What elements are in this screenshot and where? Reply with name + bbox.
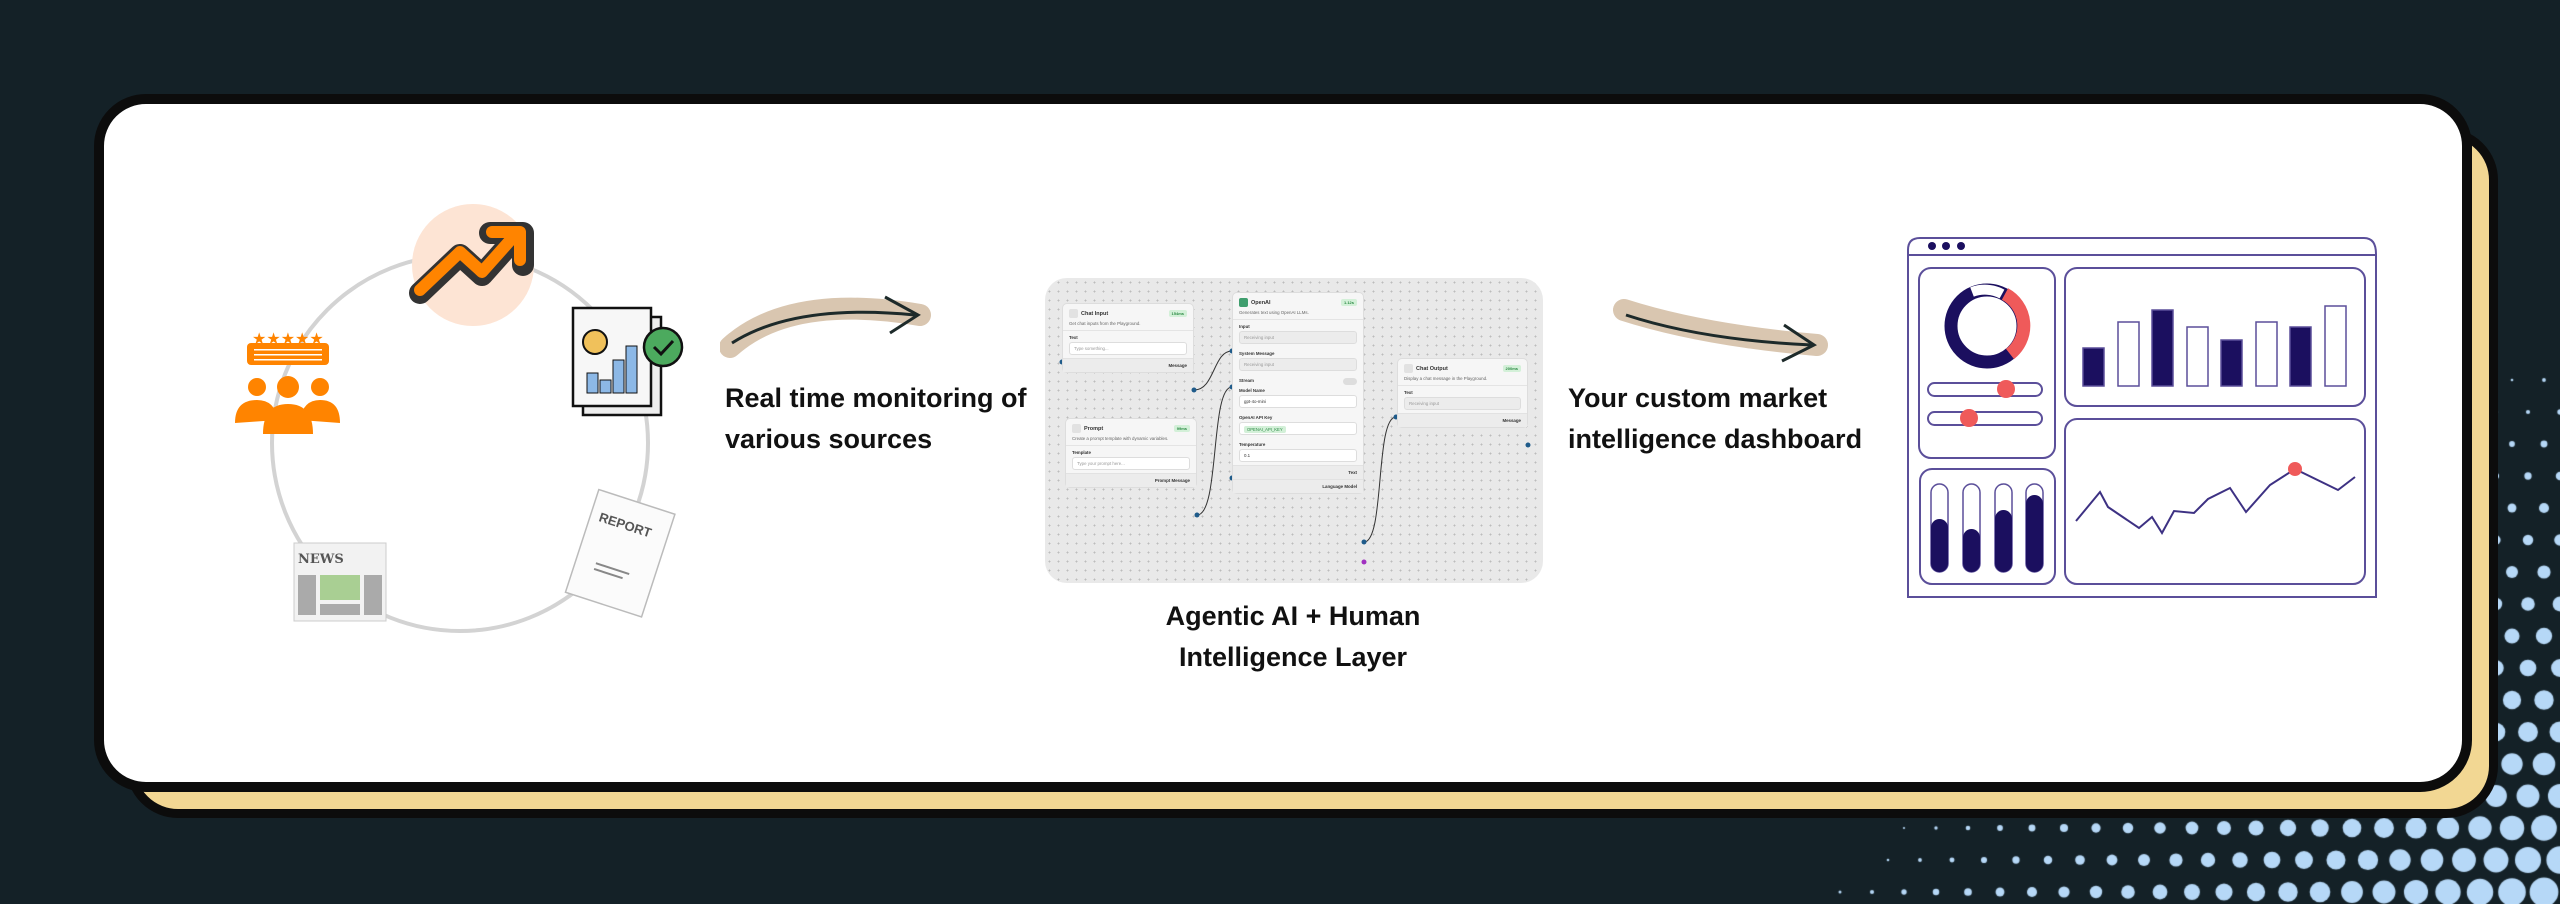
output-port-label: Language Model <box>1233 479 1363 493</box>
middle-caption: Agentic AI + Human Intelligence Layer <box>1093 596 1493 678</box>
text-field[interactable]: Receiving input <box>1404 397 1521 410</box>
sources-cycle: ★★★★★ REPORT NEWS <box>235 204 684 633</box>
status-badge: 200ms <box>1502 365 1521 372</box>
output-port-label: Text <box>1233 465 1363 479</box>
output-port-label: Prompt Message <box>1066 473 1196 487</box>
dashboard-caption: Your custom market intelligence dashboar… <box>1568 378 1862 460</box>
node-description: Display a chat message in the Playground… <box>1398 375 1527 386</box>
caption-line: Agentic AI + Human <box>1165 601 1421 631</box>
node-description: Get chat inputs from the Playground. <box>1063 320 1193 331</box>
sources-caption: Real time monitoring of various sources <box>725 378 1027 460</box>
chat-icon <box>1404 364 1413 373</box>
dashboard-illustration <box>1907 237 2377 598</box>
field-label: System Message <box>1239 351 1275 356</box>
input-field[interactable]: Receiving input <box>1239 331 1357 344</box>
field-label: Text <box>1069 335 1078 340</box>
status-badge: 99ms <box>1173 425 1190 432</box>
agent-flow-screenshot: Chat Input 154ms Get chat inputs from the… <box>1045 278 1543 583</box>
stream-toggle[interactable] <box>1343 378 1357 385</box>
node-title: OpenAI <box>1251 299 1271 306</box>
caption-line: intelligence dashboard <box>1568 424 1863 454</box>
system-message-field[interactable]: Receiving input <box>1239 358 1357 371</box>
chat-icon <box>1069 309 1078 318</box>
api-key-chip[interactable]: OPENAI_API_KEY <box>1244 426 1286 433</box>
chat-output-node[interactable]: Chat Output 200ms Display a chat message … <box>1397 358 1528 428</box>
prompt-icon <box>1072 424 1081 433</box>
field-label: Stream <box>1239 378 1254 383</box>
report-document-icon: REPORT <box>564 488 676 618</box>
arrow-right-icon <box>1613 299 1828 363</box>
output-port-label: Message <box>1063 358 1193 372</box>
report-chart-icon <box>571 306 684 417</box>
node-title: Prompt <box>1084 425 1104 432</box>
model-select[interactable]: gpt-4o-mini <box>1239 395 1357 408</box>
arrow-right-icon <box>720 295 931 358</box>
openai-icon <box>1239 298 1248 307</box>
customer-reviews-icon: ★★★★★ <box>235 331 340 434</box>
caption-line: various sources <box>725 424 933 454</box>
trending-up-icon <box>409 204 534 326</box>
field-label: Text <box>1404 390 1413 395</box>
caption-line: Real time monitoring of <box>725 383 1027 413</box>
text-input[interactable]: Type something... <box>1069 342 1187 355</box>
status-badge: 154ms <box>1168 310 1187 317</box>
field-label: Template <box>1072 450 1091 455</box>
caption-line: Your custom market <box>1568 383 1828 413</box>
node-description: Create a prompt template with dynamic va… <box>1066 435 1196 446</box>
caption-line: Intelligence Layer <box>1178 642 1408 672</box>
temperature-input[interactable]: 0.1 <box>1239 449 1357 462</box>
field-label: Temperature <box>1239 442 1266 447</box>
svg-text:NEWS: NEWS <box>298 552 344 567</box>
field-label: Input <box>1239 324 1250 329</box>
newspaper-icon: NEWS <box>293 542 387 622</box>
prompt-node[interactable]: Prompt 99ms Create a prompt template with… <box>1065 418 1197 488</box>
output-port-label: Message <box>1398 413 1527 427</box>
status-badge: 1.12s <box>1340 299 1357 306</box>
field-label: OpenAI API Key <box>1239 415 1273 420</box>
openai-node[interactable]: OpenAI 1.12s Generates text using OpenAI … <box>1232 292 1364 494</box>
chat-input-node[interactable]: Chat Input 154ms Get chat inputs from the… <box>1062 303 1194 373</box>
node-title: Chat Output <box>1416 365 1448 372</box>
node-description: Generates text using OpenAI LLMs. <box>1233 309 1363 320</box>
field-label: Model Name <box>1239 388 1265 393</box>
template-input[interactable]: Type your prompt here... <box>1072 457 1190 470</box>
node-title: Chat Input <box>1081 310 1109 317</box>
